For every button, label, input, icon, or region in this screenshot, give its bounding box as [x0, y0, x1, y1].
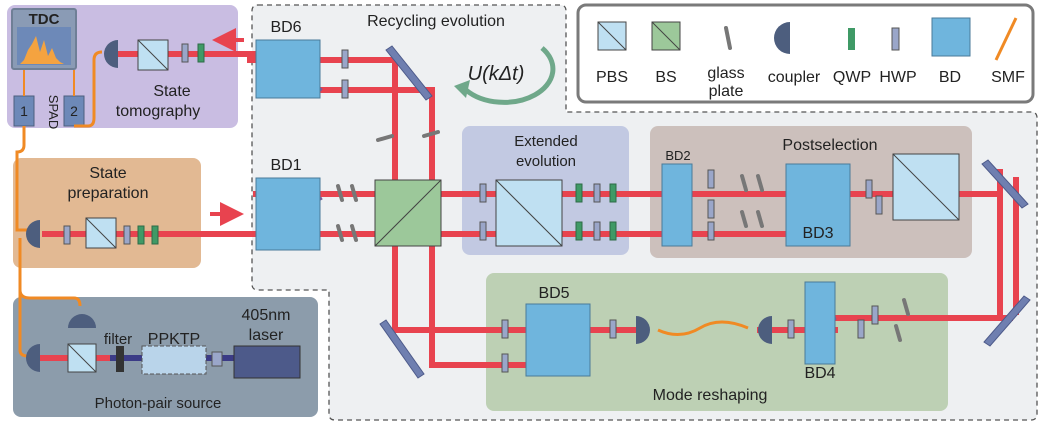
pbs-icon [597, 21, 627, 51]
bd-icon [931, 17, 971, 57]
u-operator-label: U(kΔt) [468, 63, 525, 85]
filter-label: filter [104, 331, 132, 348]
qwp-plates [137, 43, 617, 245]
legend-label-plate: plate [709, 83, 744, 100]
qwp-icon [848, 28, 855, 50]
legend-label-bd: BD [939, 69, 961, 86]
glass-plate-icon [724, 26, 732, 50]
laser-405nm [233, 345, 301, 379]
bd3 [785, 163, 851, 247]
bd5 [525, 303, 591, 377]
smf-icon [994, 17, 1018, 61]
bs-cube [374, 179, 442, 247]
state-tomography-label-1: State [153, 83, 190, 100]
laser-label-2: laser [249, 327, 284, 344]
tdc-histogram-icon [20, 36, 64, 64]
photon-pair-source-label: Photon-pair source [95, 395, 222, 412]
coupler-icon [774, 22, 790, 54]
spad-channel-2: 2 [70, 103, 78, 119]
bd4 [804, 281, 836, 365]
extended-evolution-label-1: Extended [514, 133, 577, 150]
bd5-label: BD5 [538, 285, 569, 302]
hwp-icon [891, 27, 900, 51]
legend-label-qwp: QWP [833, 69, 871, 86]
couplers [26, 40, 772, 372]
ppktp-crystal [141, 345, 207, 375]
bd4-label: BD4 [804, 365, 835, 382]
smf-fiber-reshaping [657, 320, 749, 336]
extended-evolution-label-2: evolution [516, 153, 576, 170]
legend-label-glass: glass [707, 65, 744, 82]
spad-label: SPAD [46, 95, 61, 129]
legend-label-pbs: PBS [596, 69, 628, 86]
hwp-plates [63, 43, 883, 373]
smf-fiber-source-top [18, 240, 82, 307]
bd2 [661, 163, 693, 247]
legend-label-hwp: HWP [879, 69, 916, 86]
pbs-source [67, 343, 97, 373]
pbs-extended [495, 179, 563, 247]
glass-plates [336, 130, 910, 342]
postselection-label: Postselection [782, 137, 877, 154]
bd1 [255, 177, 321, 251]
bd6-label: BD6 [270, 19, 301, 36]
state-tomography-label-2: tomography [116, 103, 201, 120]
smf-fiber-detector-2 [74, 50, 103, 128]
bd6 [255, 39, 321, 99]
legend-box [576, 3, 1035, 104]
laser-label-1: 405nm [242, 307, 291, 324]
bd2-label: BD2 [665, 148, 690, 163]
legend-label-coupler: coupler [768, 69, 821, 86]
recycling-evolution-label: Recycling evolution [367, 13, 505, 30]
state-preparation-label-1: State [89, 165, 126, 182]
legend-label-smf: SMF [991, 69, 1025, 86]
recycling-arrowhead [454, 80, 470, 98]
mirrors [379, 45, 1031, 379]
spad-channel-1: 1 [20, 103, 28, 119]
pbs-postselection [892, 153, 960, 221]
pbs-preparation [85, 217, 117, 249]
smf-fiber-detector-1 [15, 126, 28, 232]
filter-element [116, 346, 124, 372]
pbs-tomography [137, 39, 169, 71]
bd1-label: BD1 [270, 157, 301, 174]
ppktp-label: PPKTP [148, 331, 200, 348]
bd3-label: BD3 [802, 225, 833, 242]
state-preparation-label-2: preparation [68, 185, 149, 202]
legend-label-bs: BS [655, 69, 676, 86]
recycling-arrow [464, 46, 556, 105]
tdc-label: TDC [29, 11, 60, 28]
bs-icon [651, 21, 681, 51]
mode-reshaping-label: Mode reshaping [653, 387, 768, 404]
